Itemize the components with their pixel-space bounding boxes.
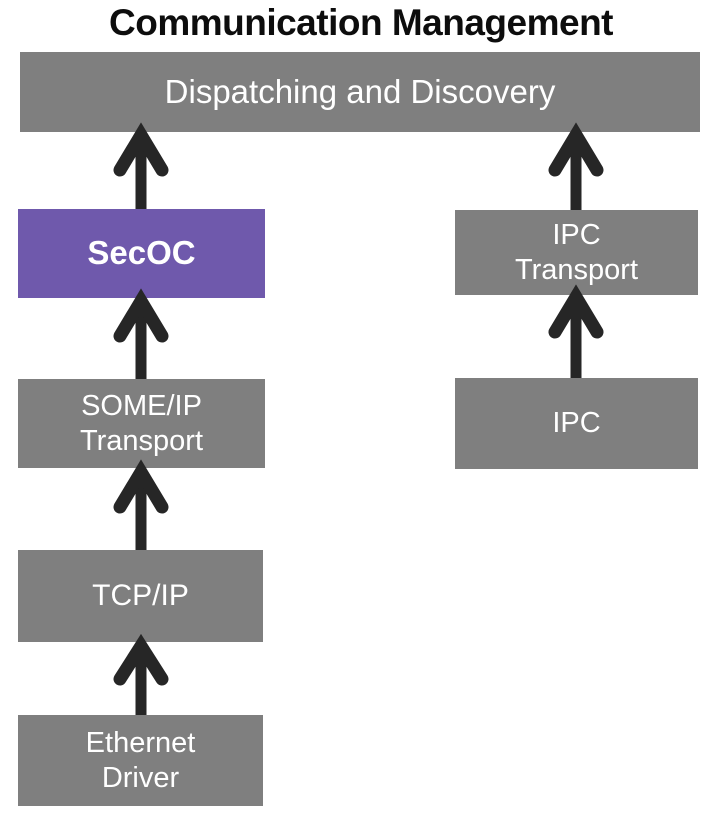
block-label: IPC Transport xyxy=(514,219,639,286)
block-secoc: SecOC xyxy=(18,209,265,298)
block-tcpip: TCP/IP xyxy=(18,550,263,642)
block-label: TCP/IP xyxy=(92,579,189,613)
block-ipc-transport: IPC Transport xyxy=(455,210,698,295)
up-arrow-ethernet-to-tcpip xyxy=(113,633,169,715)
block-ipc: IPC xyxy=(455,378,698,469)
block-label: Dispatching and Discovery xyxy=(164,72,556,110)
block-dispatching-and-discovery: Dispatching and Discovery xyxy=(20,52,700,132)
block-label: SOME/IP Transport xyxy=(79,390,204,457)
block-label: Ethernet Driver xyxy=(85,727,196,794)
up-arrow-tcpip-to-someip xyxy=(113,459,169,550)
up-arrow-secoc-to-dispatching xyxy=(113,122,169,209)
block-label: IPC xyxy=(552,407,601,440)
block-ethernet-driver: Ethernet Driver xyxy=(18,715,263,806)
block-label: SecOC xyxy=(87,234,196,272)
block-someip-transport: SOME/IP Transport xyxy=(18,379,265,468)
up-arrow-someip-to-secoc xyxy=(113,288,169,379)
up-arrow-ipc-transport-to-dispatching xyxy=(548,122,604,210)
diagram-title: Communication Management xyxy=(109,2,614,43)
up-arrow-ipc-to-ipc-transport xyxy=(548,284,604,378)
